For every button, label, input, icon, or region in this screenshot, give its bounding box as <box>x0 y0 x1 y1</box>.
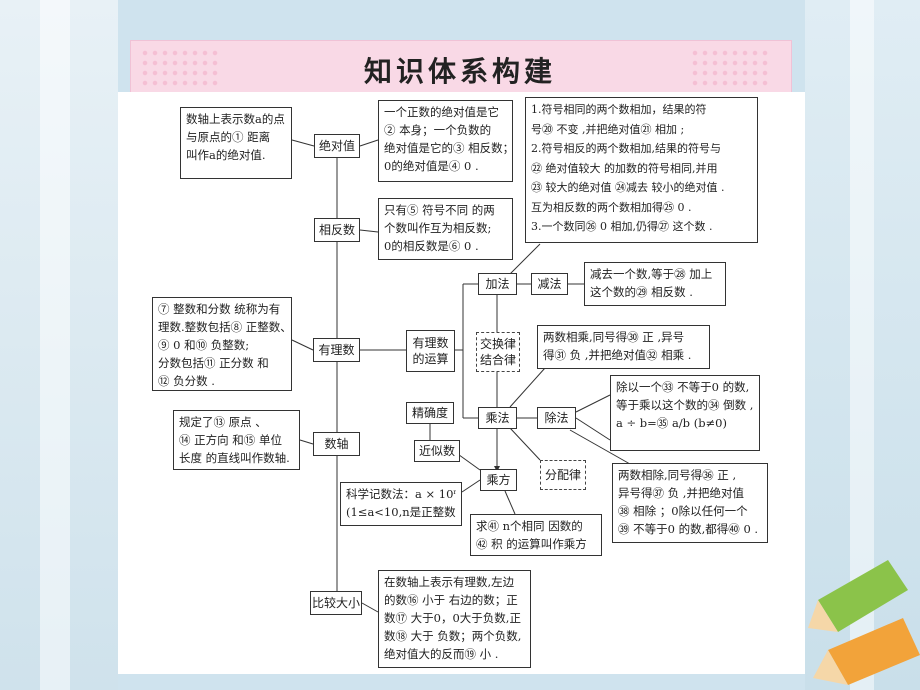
node-addition: 加法 <box>478 273 517 295</box>
box-multiplication-rule: 两数相乘,同号得㉚ 正 ,异号 得㉛ 负 ,并把绝对值㉜ 相乘 . <box>537 325 710 369</box>
box-line: 得㉛ 负 ,并把绝对值㉜ 相乘 . <box>543 348 692 362</box>
box-line: 个数叫作互为相反数; <box>384 221 492 235</box>
box-rational-classification: ⑦ 整数和分数 统称为有 理数.整数包括⑧ 正整数、 ⑨ 0 和⑩ 负整数; 分… <box>152 297 292 391</box>
box-line: 两数相乘,同号得㉚ 正 ,异号 <box>543 330 685 344</box>
box-line: 在数轴上表示有理数,左边 <box>384 575 515 589</box>
box-line: 减去一个数,等于㉘ 加上 <box>590 267 713 281</box>
box-addition-rules: 1.符号相同的两个数相加，结果的符 号⑳ 不变 ,并把绝对值㉑ 相加 ; 2.符… <box>525 97 758 243</box>
box-line: 2.符号相反的两个数相加,结果的符号与 <box>531 142 721 155</box>
node-distributive: 分配律 <box>540 460 586 490</box>
box-line: ⑨ 0 和⑩ 负整数; <box>158 338 250 352</box>
box-line: 异号得㊲ 负 ,并把绝对值 <box>618 486 744 500</box>
box-line: 数⑱ 大于 负数；两个负数, <box>384 629 522 643</box>
node-approximation: 近似数 <box>414 440 460 462</box>
box-comparison-rules: 在数轴上表示有理数,左边 的数⑯ 小于 右边的数；正 数⑰ 大于0，0大于负数,… <box>378 570 531 668</box>
node-line: 有理数 <box>412 336 449 350</box>
decor-stripe <box>40 0 70 690</box>
node-power: 乘方 <box>480 469 517 491</box>
node-compare: 比较大小 <box>310 591 362 615</box>
node-line: 交换律 <box>479 337 516 351</box>
box-line: 规定了⑬ 原点 、 <box>179 415 267 429</box>
box-line: 号⑳ 不变 ,并把绝对值㉑ 相加 ; <box>531 122 685 136</box>
box-subtraction-rule: 减去一个数,等于㉘ 加上 这个数的㉙ 相反数 . <box>584 262 726 306</box>
node-subtraction: 减法 <box>531 273 568 295</box>
box-line: 3.一个数同㉖ 0 相加,仍得㉗ 这个数 . <box>531 220 713 233</box>
box-division-rule-1: 除以一个㉝ 不等于0 的数, 等于乘以这个数的㉞ 倒数 , a ÷ b=㉟ a/… <box>610 375 760 451</box>
box-line: 0的绝对值是④ 0 . <box>384 159 479 173</box>
node-operations: 有理数 的运算 <box>406 330 455 372</box>
box-power-definition: 求㊶ n个相同 因数的 ㊷ 积 的运算叫作乘方 <box>470 514 602 556</box>
box-line: 长度 的直线叫作数轴. <box>179 451 290 465</box>
box-line: ㊳ 相除 ；0除以任何一个 <box>618 504 748 518</box>
box-line: 叫作a的绝对值. <box>186 148 266 162</box>
node-precision: 精确度 <box>406 402 454 424</box>
box-line: 分数包括⑪ 正分数 和 <box>158 356 269 370</box>
box-line: 理数.整数包括⑧ 正整数、 <box>158 320 286 334</box>
box-line: 数轴上表示数a的点 <box>186 112 285 126</box>
box-absolute-definition: 数轴上表示数a的点 与原点的① 距离 叫作a的绝对值. <box>180 107 292 179</box>
box-line: 等于乘以这个数的㉞ 倒数 , <box>616 398 754 412</box>
node-rational-number: 有理数 <box>313 338 360 362</box>
node-line: 结合律 <box>479 353 516 367</box>
box-line: ⑭ 正方向 和⑮ 单位 <box>179 433 282 447</box>
node-multiplication: 乘法 <box>478 407 517 429</box>
node-commutative-associative: 交换律 结合律 <box>476 332 520 372</box>
banner-dots <box>140 48 220 88</box>
box-number-line-definition: 规定了⑬ 原点 、 ⑭ 正方向 和⑮ 单位 长度 的直线叫作数轴. <box>173 410 300 470</box>
box-line: ⑦ 整数和分数 统称为有 <box>158 302 281 316</box>
box-line: ㉓ 较大的绝对值 ㉔减去 较小的绝对值 . <box>531 181 725 194</box>
box-line: 只有⑤ 符号不同 的两 <box>384 203 495 217</box>
box-line: a ÷ b=㉟ a/b (b≠0) <box>616 416 727 430</box>
box-line: 0的相反数是⑥ 0 . <box>384 239 479 253</box>
box-line: ㊷ 积 的运算叫作乘方 <box>476 537 587 551</box>
page-title: 知识体系构建 <box>363 55 556 88</box>
box-line: 求㊶ n个相同 因数的 <box>476 519 583 533</box>
box-line: ㊴ 不等于0 的数,都得㊵ 0 . <box>618 522 759 536</box>
box-line: 一个正数的绝对值是它 <box>384 105 499 119</box>
title-banner <box>130 40 792 94</box>
box-line: 科学记数法：a × 10ⁿ <box>346 487 456 501</box>
box-line: ㉒ 绝对值较大 的加数的符号相同,并用 <box>531 161 718 175</box>
node-opposite-number: 相反数 <box>314 218 360 242</box>
box-line: ② 本身；一个负数的 <box>384 123 492 137</box>
box-line: 1.符号相同的两个数相加，结果的符 <box>531 103 707 116</box>
box-line: 与原点的① 距离 <box>186 130 271 144</box>
box-division-rule-2: 两数相除,同号得㊱ 正 , 异号得㊲ 负 ,并把绝对值 ㊳ 相除 ；0除以任何一… <box>612 463 768 543</box>
node-number-line: 数轴 <box>313 432 360 456</box>
node-absolute-value: 绝对值 <box>314 134 360 158</box>
box-line: 绝对值是它的③ 相反数； <box>384 141 507 155</box>
pencil-icon <box>808 560 920 685</box>
box-line: ⑫ 负分数 . <box>158 374 215 388</box>
box-line: 除以一个㉝ 不等于0 的数, <box>616 380 750 394</box>
box-line: 的数⑯ 小于 右边的数；正 <box>384 593 518 607</box>
box-line: 两数相除,同号得㊱ 正 , <box>618 468 737 482</box>
box-line: 这个数的㉙ 相反数 . <box>590 285 693 299</box>
box-line: 绝对值大的反而⑲ 小 . <box>384 647 499 661</box>
box-line: (1≤a<10,n是正整数) <box>346 505 456 519</box>
box-scientific-notation: 科学记数法：a × 10ⁿ (1≤a<10,n是正整数) <box>340 482 462 526</box>
banner-dots <box>690 48 770 88</box>
box-absolute-rules: 一个正数的绝对值是它 ② 本身；一个负数的 绝对值是它的③ 相反数； 0的绝对值… <box>378 100 513 182</box>
node-line: 的运算 <box>412 352 449 366</box>
node-division: 除法 <box>537 407 576 429</box>
box-line: 互为相反数的两个数相加得㉕ 0 . <box>531 200 692 214</box>
box-opposite-definition: 只有⑤ 符号不同 的两 个数叫作互为相反数; 0的相反数是⑥ 0 . <box>378 198 513 260</box>
box-line: 数⑰ 大于0，0大于负数,正 <box>384 611 521 625</box>
